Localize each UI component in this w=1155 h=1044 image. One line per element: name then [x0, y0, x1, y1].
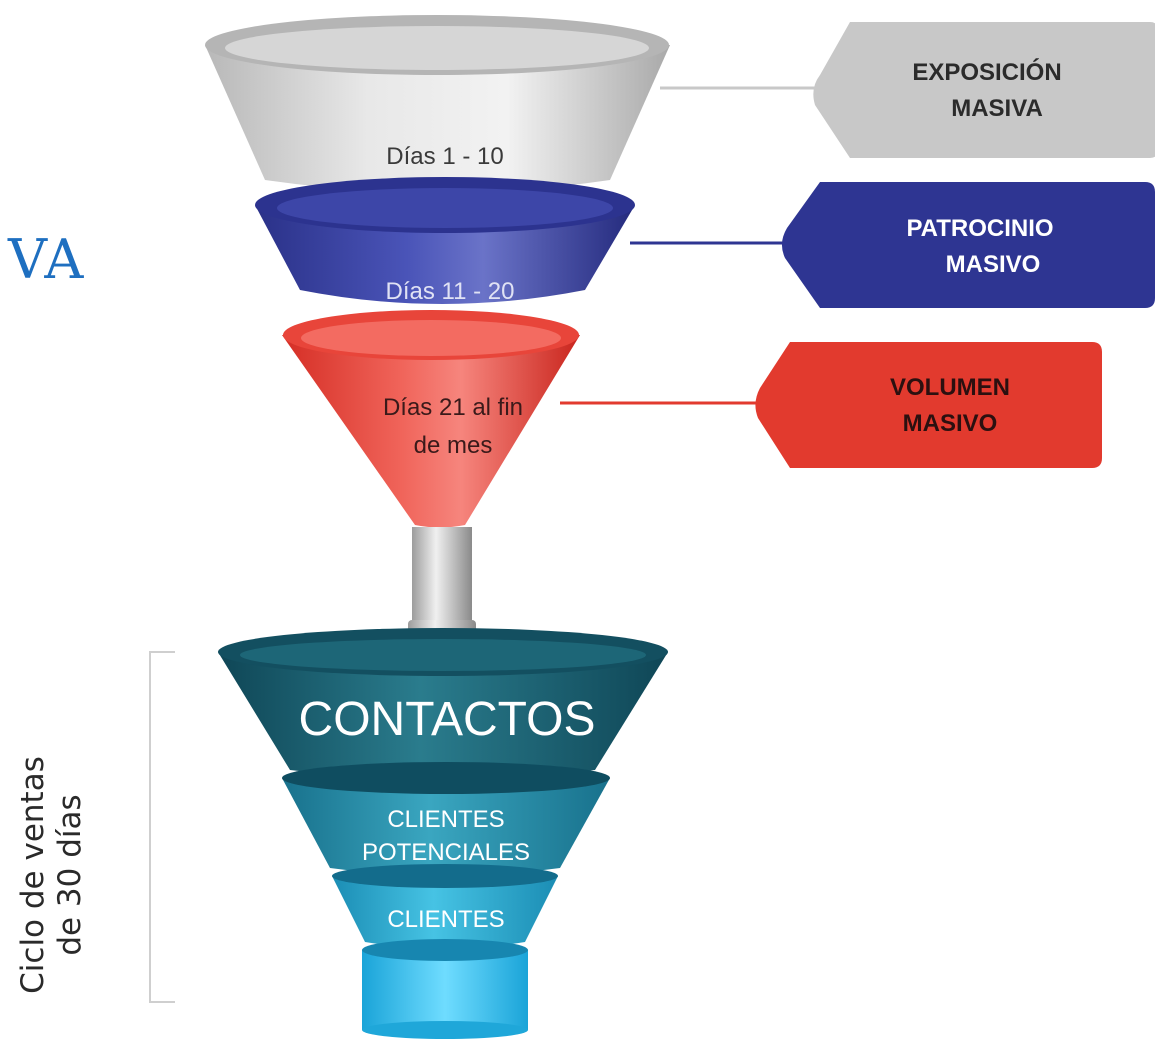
tag-patrocinio-line1: PATROCINIO — [906, 215, 1053, 242]
tag-exposicion-line1: EXPOSICIÓN — [912, 58, 1061, 86]
tag-volumen-line1: VOLUMEN — [890, 374, 1010, 401]
tag-patrocinio-line2: MASIVO — [946, 251, 1041, 278]
tag-patrocinio — [781, 182, 1155, 308]
tag-exposicion — [813, 22, 1155, 158]
funnel-stage-contactos — [218, 628, 668, 779]
stage-label-volumen-line2: de mes — [414, 432, 493, 459]
sales-cycle-line1: Ciclo de ventas — [15, 756, 51, 994]
partial-heading: VA — [8, 228, 85, 291]
funnel-base-cylinder — [362, 939, 528, 1039]
tag-volumen — [755, 342, 1102, 468]
funnel-stage-clientes-potenciales — [282, 762, 610, 876]
stage-label-contactos: CONTACTOS — [299, 693, 596, 746]
sales-cycle-line2: de 30 días — [52, 794, 88, 956]
cycle-bracket — [149, 651, 175, 1003]
funnel-stage-clientes — [332, 864, 558, 949]
funnel-stage-volumen — [282, 310, 580, 528]
stage-label-clientes: CLIENTES — [387, 906, 504, 933]
funnel-stage-exposicion — [205, 15, 670, 193]
tag-volumen-line2: MASIVO — [903, 410, 998, 437]
stage-label-volumen-line1: Días 21 al fin — [383, 394, 523, 421]
stage-label-clientes-potenciales-line2: POTENCIALES — [362, 839, 530, 866]
sales-cycle-label: Ciclo de ventas de 30 días — [15, 745, 125, 1005]
stage-label-exposicion: Días 1 - 10 — [386, 143, 503, 170]
stage-label-patrocinio: Días 11 - 20 — [386, 278, 515, 305]
funnel-stage-patrocinio — [255, 177, 635, 304]
tag-exposicion-line2: MASIVA — [951, 95, 1043, 122]
stage-label-clientes-potenciales-line1: CLIENTES — [387, 806, 504, 833]
